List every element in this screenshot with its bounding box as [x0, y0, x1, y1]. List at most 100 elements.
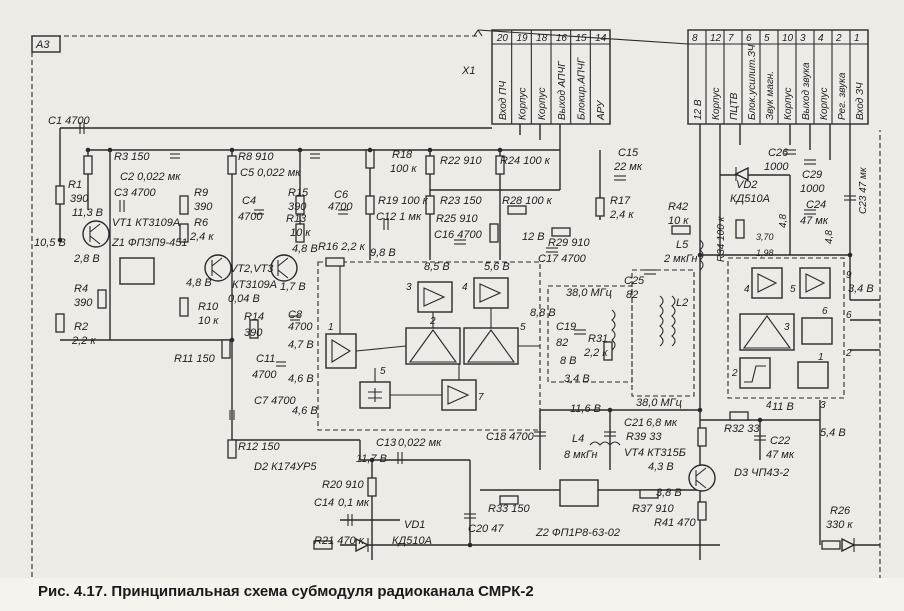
resistor-r16 [325, 257, 345, 267]
label-vd2: VD2 [736, 179, 757, 191]
svg-text:4: 4 [462, 282, 468, 293]
label-r39: R39 33 [626, 431, 662, 443]
label-r20: R20 910 [322, 479, 364, 491]
label-r10-value: 10 к [198, 315, 219, 327]
label-c6-value: 4700 [328, 201, 353, 213]
resistor-r10 [179, 297, 189, 317]
svg-text:5: 5 [380, 366, 386, 377]
capacitor-c25 [644, 269, 656, 275]
label-r18-value: 100 к [390, 163, 417, 175]
d3-block-4 [751, 267, 783, 299]
label-r8: R8 910 [238, 151, 274, 163]
resistor-r20 [367, 477, 377, 497]
connector-pin-number: 14 [595, 33, 607, 44]
resistor-r9 [179, 195, 189, 215]
label-c11: C11 [256, 353, 275, 365]
connector-name: X1 [461, 65, 475, 77]
label-r14: R14 [244, 311, 264, 323]
d3-block-3 [739, 313, 795, 351]
label-c24: C24 [806, 199, 826, 211]
capacitor-c29 [804, 159, 816, 165]
resistor-r33 [499, 495, 519, 505]
connector-pin-label: Корпус [819, 87, 830, 120]
capacitor-c19 [574, 329, 586, 335]
label-v34: 3,4 В [564, 373, 590, 385]
resistor-r21 [313, 540, 333, 550]
label-r23: R23 150 [440, 195, 482, 207]
resistor-r18 [365, 149, 375, 169]
d3-block-1 [797, 361, 829, 389]
label-v43: 4,3 В [648, 461, 674, 473]
label-c19: C19 [556, 321, 576, 333]
label-c26-value: 1000 [764, 161, 789, 173]
label-c15: C15 [618, 147, 639, 159]
resistor-r6 [179, 223, 189, 243]
label-r31-value: 2,2 к [583, 347, 608, 359]
resistor-r37 [639, 489, 659, 499]
resistor-r15 [295, 195, 305, 215]
label-c26: C26 [768, 147, 789, 159]
connector-pin-label: Выход звука [801, 62, 812, 120]
connector-pin-number: 16 [556, 33, 568, 44]
connector-pin-label: ПЦТВ [729, 92, 740, 120]
connector-pin-number: 10 [782, 33, 794, 44]
label-vt23: VT2,VT3 [230, 263, 274, 275]
label-vd1-type: КД510А [392, 535, 432, 547]
resistor-r1 [55, 185, 65, 205]
transistor-vt1 [82, 220, 110, 248]
label-c25-value: 82 [626, 289, 638, 301]
label-c14: C14 [314, 497, 334, 509]
label-f38a: 38,0 МГц [566, 287, 612, 299]
capacitor-c2 [170, 153, 180, 159]
label-v128: 12 В [522, 231, 545, 243]
label-v8b: 8 В [560, 355, 577, 367]
label-r12: R12 150 [238, 441, 280, 453]
label-v46: 4,6 В [288, 373, 314, 385]
resistor-r4 [97, 289, 107, 309]
d3-block-5 [799, 267, 831, 299]
label-l2: L2 [676, 297, 688, 309]
connector-pin-label: 12 В [693, 99, 704, 120]
capacitor-c7 [229, 410, 235, 420]
label-v54: 5,4 В [820, 427, 846, 439]
connector-pin-label: Звук магн. [765, 71, 776, 120]
resistor-r13 [295, 223, 305, 243]
label-r16: R16 2,2 к [318, 241, 366, 253]
label-r17: R17 [610, 195, 631, 207]
transistor-vt2 [204, 254, 232, 282]
capacitor-c13 [397, 452, 403, 464]
svg-text:7: 7 [478, 392, 484, 403]
label-r37: R37 910 [632, 503, 674, 515]
label-l4: L4 [572, 433, 584, 445]
resistor-r14 [249, 319, 259, 339]
label-c12: C12 1 мк [376, 211, 422, 223]
label-v105: 10,5 В [34, 237, 66, 249]
label-c13: C13 [376, 437, 397, 449]
connector-pin-number: 8 [692, 33, 698, 44]
connector-pin-label: Вход ЗЧ [855, 82, 866, 120]
connector-pin-label: Корпус [518, 87, 529, 120]
capacitor-c6 [338, 209, 348, 215]
inductor-l4 [589, 441, 621, 446]
resistor-r23 [425, 195, 435, 215]
svg-text:2: 2 [731, 368, 738, 379]
module-label: A3 [35, 39, 50, 51]
connector-pin-number: 1 [854, 33, 860, 44]
module-tag [31, 35, 61, 53]
label-v48a: 4,8 В [292, 243, 318, 255]
label-r21: R21 470 к [314, 535, 365, 547]
label-vt4: VT4 КТ315Б [624, 447, 686, 459]
label-v28: 2,8 В [73, 253, 100, 265]
resistor-r2 [55, 313, 65, 333]
label-r29: R29 910 [548, 237, 590, 249]
label-vd2-type: КД510А [730, 193, 770, 205]
svg-text:2: 2 [845, 348, 852, 359]
connector-pin-label: АРУ [596, 99, 607, 121]
capacitor-c17 [546, 247, 558, 253]
capacitor-c23 [844, 195, 856, 201]
label-r26-value: 330 к [826, 519, 853, 531]
label-c4: C4 [242, 195, 256, 207]
svg-text:3: 3 [820, 400, 826, 411]
label-r2: R2 [74, 321, 88, 333]
capacitor-c8 [290, 315, 300, 321]
